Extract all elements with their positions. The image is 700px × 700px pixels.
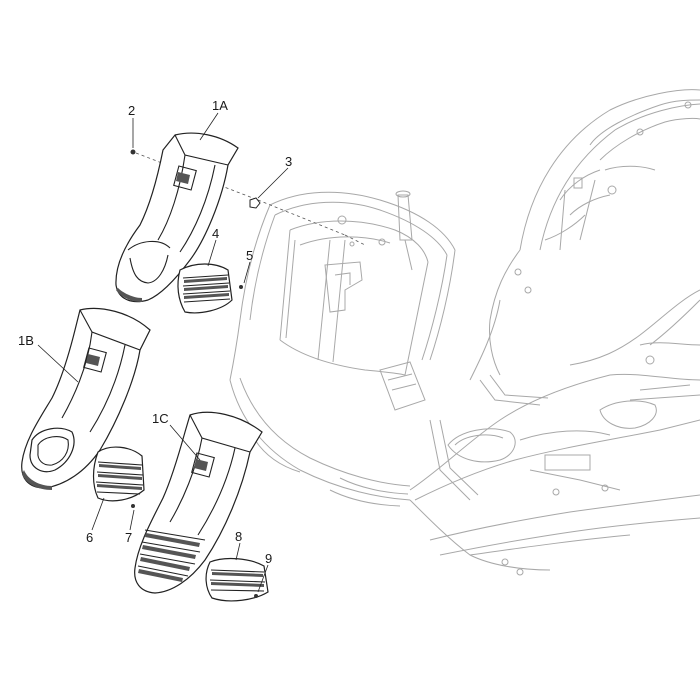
nut-3 <box>249 197 261 209</box>
assembly-lines <box>135 152 366 246</box>
callout-9: 9 <box>265 551 272 566</box>
callout-3: 3 <box>285 154 292 169</box>
screw-7 <box>131 504 135 508</box>
callout-2: 2 <box>128 103 135 118</box>
screw-2 <box>130 149 136 155</box>
part-4-grille <box>177 263 233 314</box>
callout-7: 7 <box>125 530 132 545</box>
callout-8: 8 <box>235 529 242 544</box>
scooter-frame <box>229 89 700 576</box>
callout-6: 6 <box>86 530 93 545</box>
part-1b-cover <box>21 307 151 490</box>
callout-labels: 2 1A 3 4 5 1B 1C 6 7 8 9 <box>18 98 292 566</box>
part-8-grille <box>205 557 269 602</box>
fasteners <box>130 149 261 598</box>
callout-4: 4 <box>212 226 219 241</box>
callout-1b: 1B <box>18 333 34 348</box>
part-1c-cover <box>134 411 263 594</box>
screw-9 <box>254 594 258 598</box>
callout-5: 5 <box>246 248 253 263</box>
part-1a-cover <box>115 132 239 303</box>
part-6-grille <box>92 446 145 502</box>
leader-lines <box>37 112 289 593</box>
screw-5 <box>239 285 243 289</box>
callout-1c: 1C <box>152 411 169 426</box>
callout-1a: 1A <box>212 98 228 113</box>
